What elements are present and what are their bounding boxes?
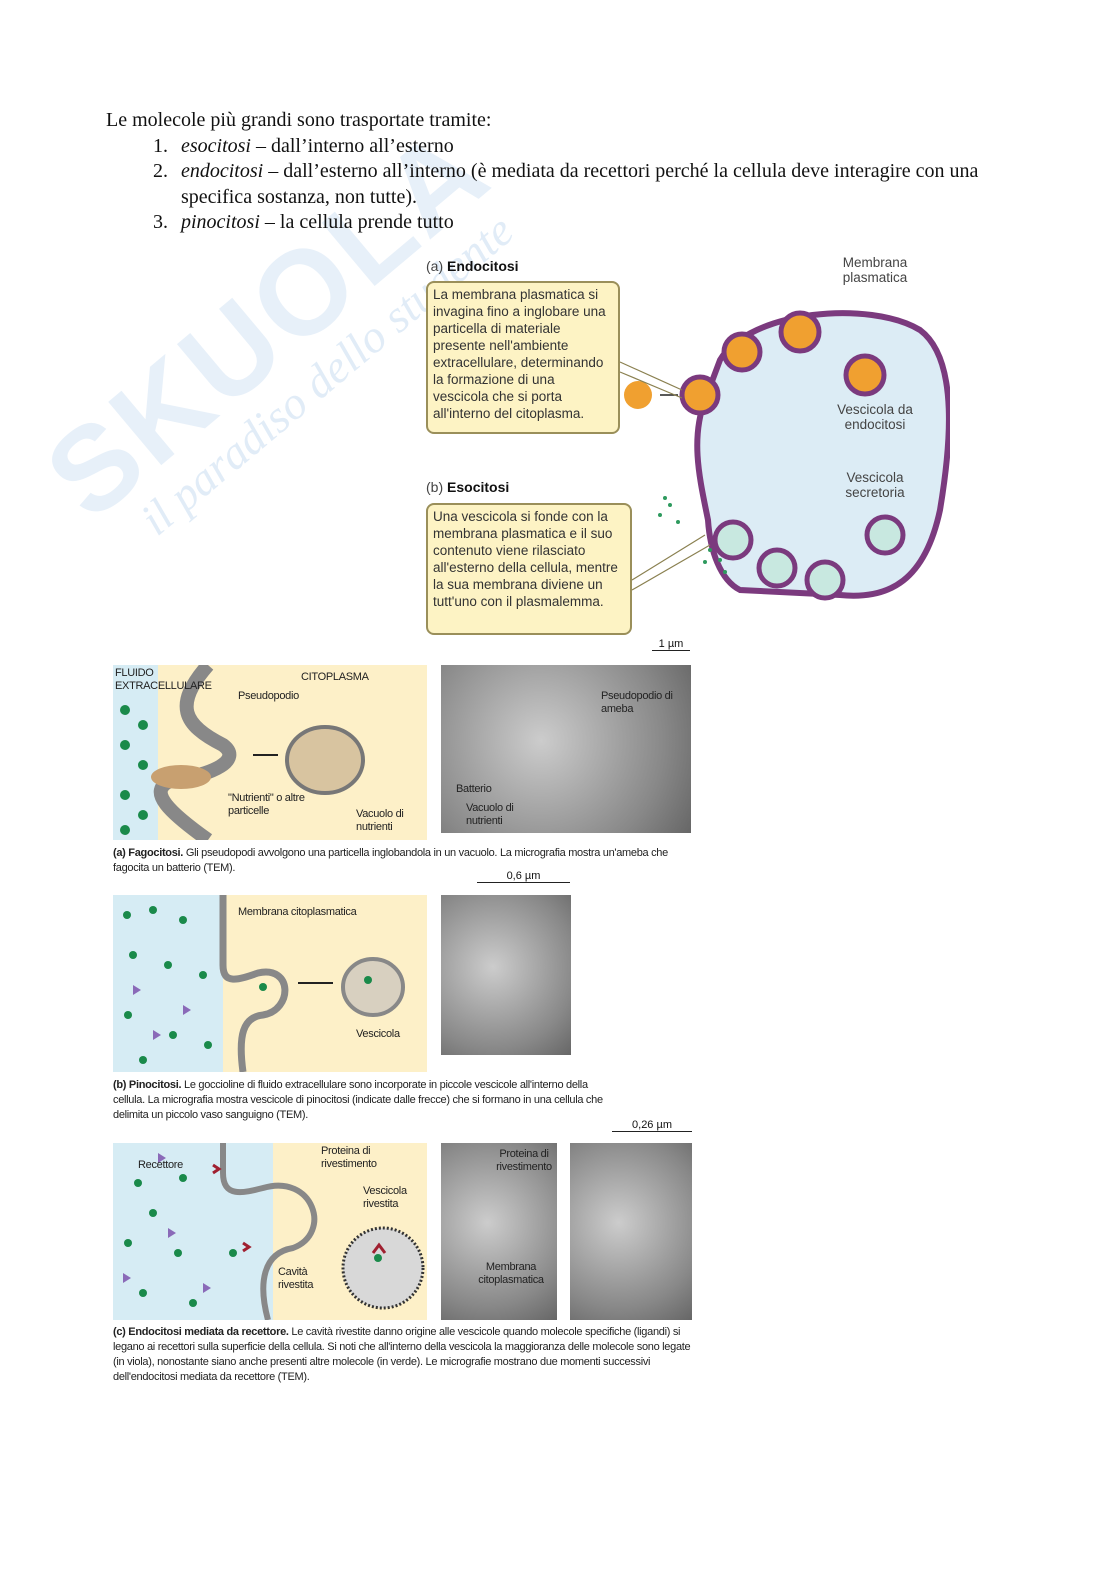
definition: – la cellula prende tutto (259, 211, 454, 233)
figure-endo-exocytosis: (a) Endocitosi La membrana plasmatica si… (420, 250, 950, 640)
list-item: esocitosi – dall’interno all’esterno (173, 134, 1006, 160)
cytoplasm-label: CITOPLASMA (301, 671, 369, 683)
heading-esocitosi: (b) Esocitosi (426, 479, 510, 495)
caption-phagocytosis: (a) Fagocitosi. Gli pseudopodi avvolgono… (113, 847, 668, 874)
micro-bacterium-label: Batterio (456, 783, 492, 795)
micro-membrane-label: Membrana citoplasmatica (478, 1261, 544, 1286)
receptor-label: Recettore (138, 1159, 183, 1171)
intro-text: Le molecole più grandi sono trasportate … (106, 109, 492, 131)
scale-bar-a: 1 µm (652, 638, 690, 651)
vesicle-label: Vescicola (356, 1028, 400, 1040)
membrane-label-b: Membrana citoplasmatica (238, 906, 357, 918)
receptor-endocytosis-diagram: Recettore Proteina di rivestimento Vesci… (113, 1143, 427, 1320)
caption-pinocytosis: (b) Pinocitosi. Le goccioline di fluido … (113, 1079, 603, 1121)
term: endocitosi (181, 160, 264, 182)
definition: – dall’esterno all’interno (è mediata da… (181, 160, 979, 208)
fluid-label: FLUIDO EXTRACELLULARE (115, 667, 212, 692)
caption-receptor-endocytosis: (c) Endocitosi mediata da recettore. Le … (113, 1326, 691, 1383)
coat-protein-label: Proteina di rivestimento (321, 1145, 377, 1170)
secretory-vesicle-label: Vescicola secretoria (845, 470, 905, 500)
cell-diagram (619, 310, 950, 601)
endo-vesicle-label: Vescicola da endocitosi (837, 402, 913, 432)
micro-coat-label: Proteina di rivestimento (496, 1148, 552, 1173)
list-item: pinocitosi – la cellula prende tutto (173, 210, 1006, 236)
pseudopod-label: Pseudopodio (238, 690, 299, 702)
coated-pit-label: Cavità rivestita (278, 1266, 314, 1291)
coated-vesicle-label: Vescicola rivestita (363, 1185, 407, 1210)
coated-pit-micrograph: Proteina di rivestimento Membrana citopl… (441, 1143, 557, 1320)
term: esocitosi (181, 134, 251, 157)
exocytosis-description: Una vescicola si fonde con la membrana p… (426, 503, 632, 635)
coated-vesicle-micrograph (570, 1143, 692, 1320)
phagocytosis-diagram: FLUIDO EXTRACELLULARE CITOPLASMA Pseudop… (113, 665, 427, 840)
definition: – dall’interno all’esterno (251, 134, 454, 157)
scale-bar-b: 0,6 µm (477, 870, 570, 883)
membrane-label: Membrana plasmatica (842, 255, 908, 285)
list-item: endocitosi – dall’esterno all’interno (è… (173, 159, 1006, 210)
micro-vacuole-label: Vacuolo di nutrienti (466, 802, 514, 827)
pinocytosis-diagram: Membrana citoplasmatica Vescicola (113, 895, 427, 1072)
endocytosis-description: La membrana plasmatica si invagina fino … (426, 281, 620, 434)
nutrients-label: "Nutrienti" o altre particelle (228, 792, 305, 817)
heading-endocitosi: (a) Endocitosi (426, 258, 519, 274)
pinocytosis-micrograph (441, 895, 571, 1055)
scale-bar-c: 0,26 µm (612, 1119, 692, 1132)
vacuole-label: Vacuolo di nutrienti (356, 808, 404, 833)
term: pinocitosi (181, 211, 260, 233)
transport-list: esocitosi – dall’interno all’esterno end… (106, 134, 1006, 236)
intro-paragraph: Le molecole più grandi sono trasportate … (106, 108, 1006, 236)
phagocytosis-micrograph: Pseudopodio di ameba Batterio Vacuolo di… (441, 665, 691, 833)
micro-pseudopod-label: Pseudopodio di ameba (601, 690, 673, 715)
